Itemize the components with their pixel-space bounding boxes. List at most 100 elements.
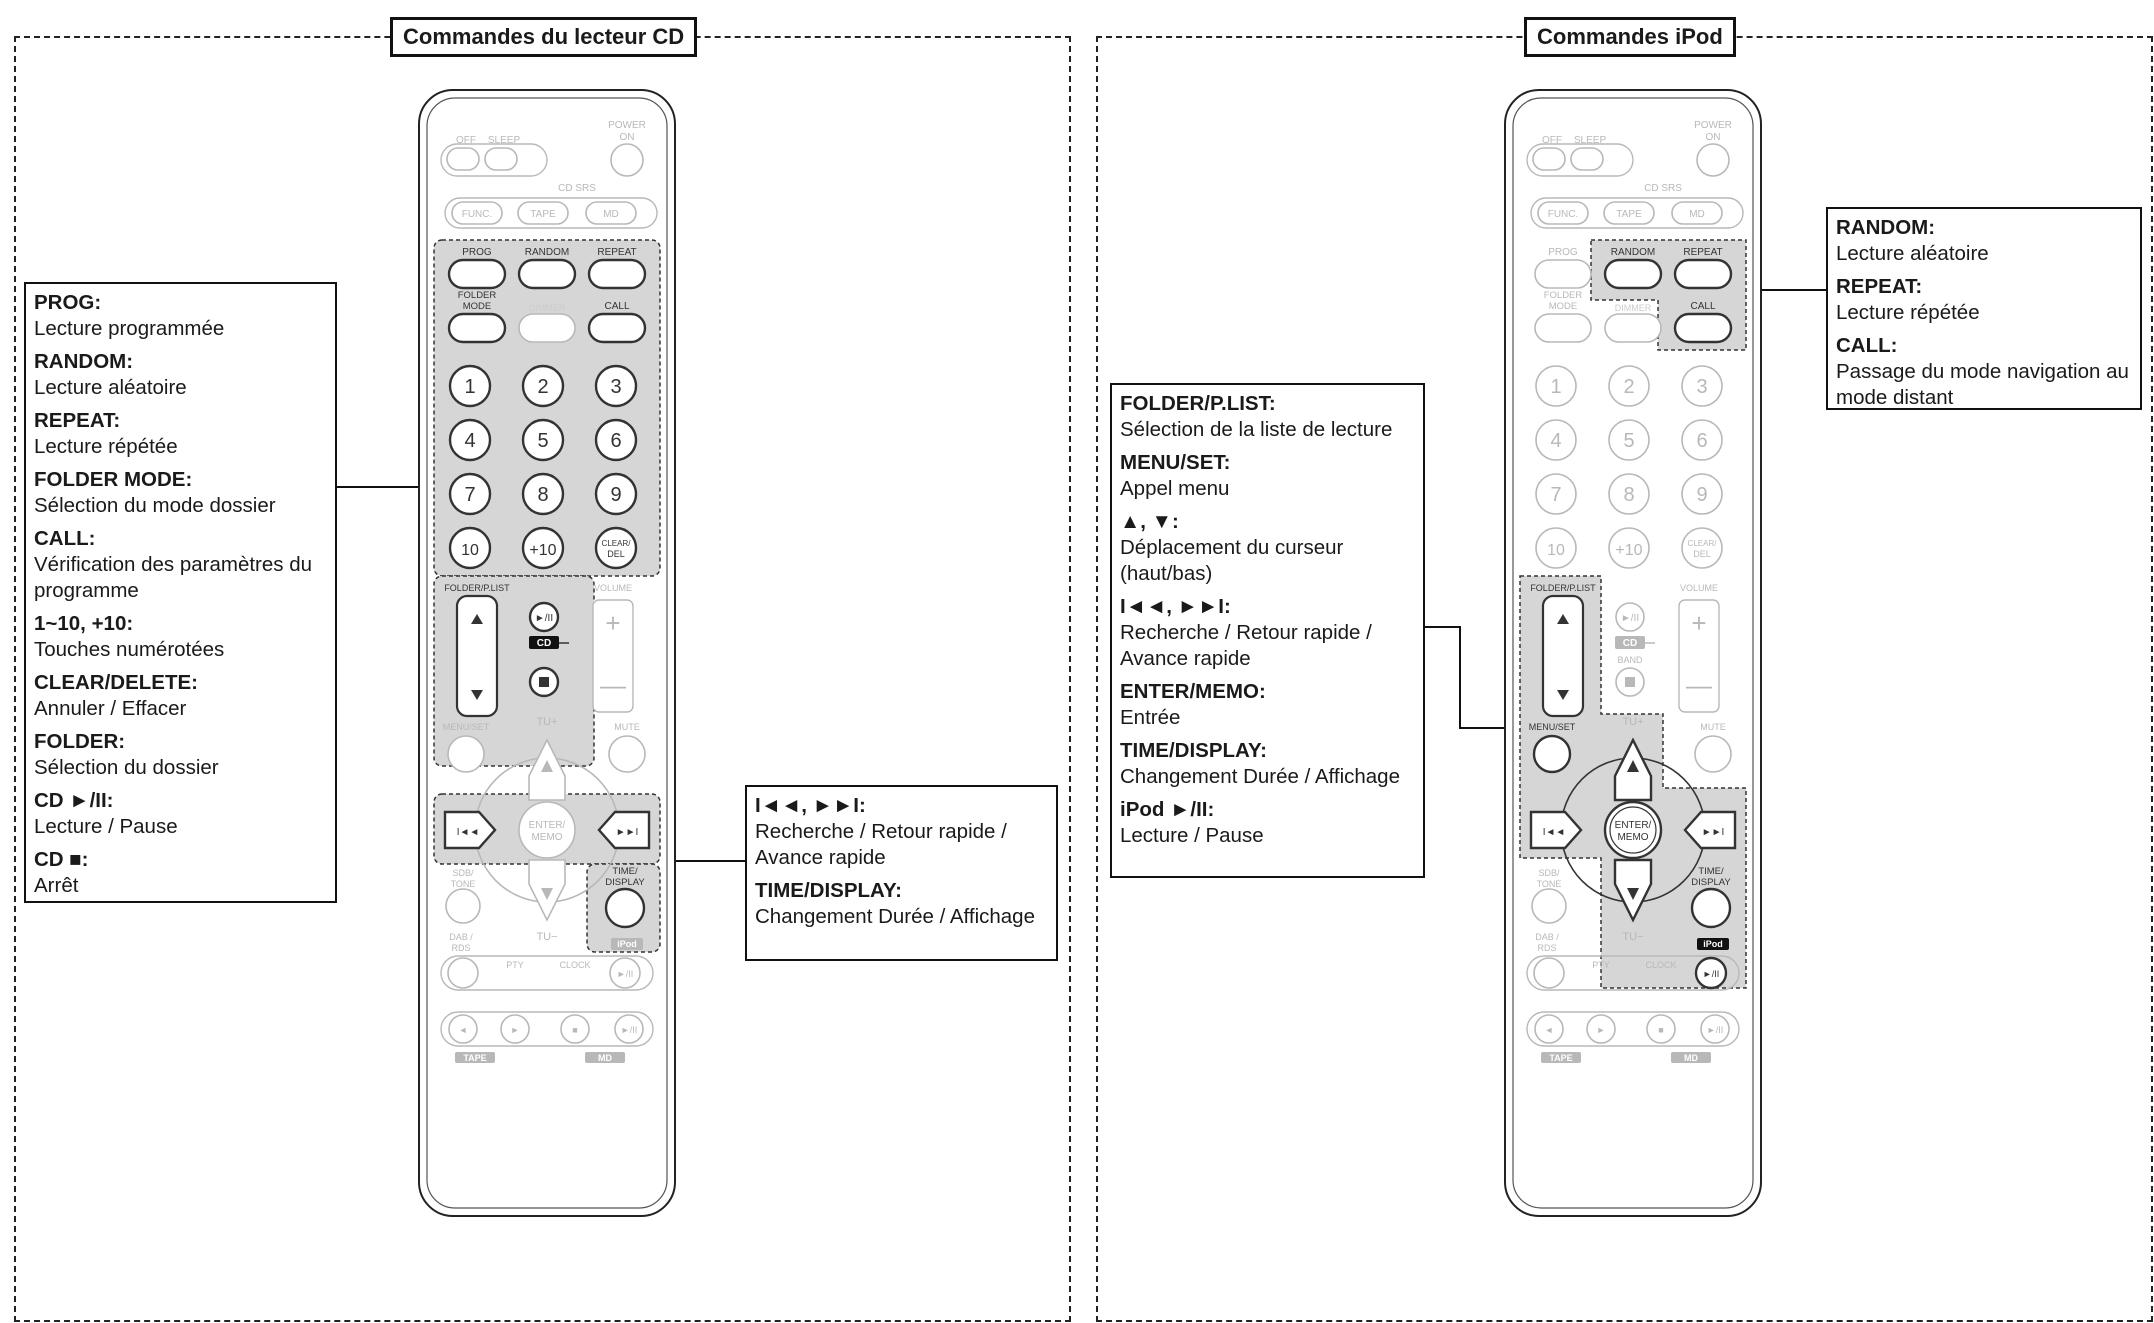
volume-rocker[interactable] (1678, 599, 1720, 713)
folder-mode-button[interactable] (1534, 313, 1592, 343)
number-button-n9[interactable] (1681, 473, 1723, 515)
callout-item: TIME/DISPLAY:Changement Durée / Affichag… (1120, 739, 1400, 788)
sleep-button[interactable] (1570, 147, 1604, 171)
callout-item: CLEAR/DELETE:Annuler / Effacer (34, 671, 198, 720)
number-button-n10[interactable] (1535, 527, 1577, 569)
repeat-button[interactable] (1673, 258, 1733, 290)
func-button[interactable] (451, 201, 503, 225)
remote-label: TAPE (463, 1053, 486, 1063)
folder-mode-button[interactable] (447, 312, 507, 344)
tape-button[interactable] (1603, 201, 1655, 225)
skip-forward-button[interactable] (1683, 810, 1737, 850)
remote-label: TU+ (536, 716, 557, 728)
remote-label: 9 (1696, 484, 1707, 506)
menu-set-button[interactable] (447, 735, 485, 773)
tape-button[interactable] (517, 201, 569, 225)
dab-rds-button[interactable] (1533, 957, 1565, 989)
skip-forward-button[interactable] (597, 810, 651, 850)
remote-label: CLEAR/ (1688, 539, 1718, 548)
mute-button[interactable] (608, 735, 646, 773)
ipod-play-pause-button[interactable] (1694, 956, 1728, 990)
number-button-n6[interactable] (594, 418, 638, 462)
volume-rocker[interactable] (592, 599, 634, 713)
number-button-n3[interactable] (1681, 365, 1723, 407)
folder-plist-rocker[interactable] (1541, 594, 1585, 718)
md-button[interactable] (1671, 201, 1723, 225)
cd-badge (1615, 636, 1645, 649)
power-on-button[interactable] (1696, 143, 1730, 177)
callout-item: REPEAT:Lecture répétée (1836, 275, 1980, 324)
dab-rds-button[interactable] (447, 957, 479, 989)
off-button[interactable] (446, 147, 480, 171)
transport-button[interactable] (448, 1014, 478, 1044)
skip-back-button[interactable] (1529, 810, 1583, 850)
dimmer-button[interactable] (1604, 313, 1662, 343)
folder-plist-rocker[interactable] (455, 594, 499, 718)
number-button-n8[interactable] (521, 472, 565, 516)
dimmer-button[interactable] (518, 313, 576, 343)
transport-button[interactable] (614, 1014, 644, 1044)
sleep-button[interactable] (484, 147, 518, 171)
power-on-button[interactable] (610, 143, 644, 177)
random-button[interactable] (517, 258, 577, 290)
sdb-tone-button[interactable] (1531, 888, 1567, 924)
func-button[interactable] (1537, 201, 1589, 225)
prog-button[interactable] (1534, 259, 1592, 289)
number-button-n2[interactable] (521, 364, 565, 408)
number-button-n10p[interactable] (521, 526, 565, 570)
sdb-tone-button[interactable] (445, 888, 481, 924)
number-button-n4[interactable] (448, 418, 492, 462)
cd-play-pause-button[interactable] (528, 601, 560, 633)
number-button-n10[interactable] (448, 526, 492, 570)
number-button-n8[interactable] (1608, 473, 1650, 515)
number-button-clear[interactable] (594, 526, 638, 570)
enter-memo-button[interactable] (518, 801, 576, 859)
leader-line-ipod-left (1424, 626, 1520, 729)
number-button-n4[interactable] (1535, 419, 1577, 461)
menu-set-button[interactable] (1532, 734, 1572, 774)
transport-button[interactable] (1646, 1014, 1676, 1044)
remote-label: TU− (536, 931, 557, 943)
number-button-n5[interactable] (521, 418, 565, 462)
prog-button[interactable] (447, 258, 507, 290)
remote-label: TAPE (1549, 1053, 1572, 1063)
number-button-n10p[interactable] (1608, 527, 1650, 569)
number-button-n1[interactable] (1535, 365, 1577, 407)
cd-play-pause-button[interactable] (1615, 602, 1645, 632)
random-button[interactable] (1603, 258, 1663, 290)
md-button[interactable] (585, 201, 637, 225)
transport-button[interactable] (1586, 1014, 1616, 1044)
callout-item: ENTER/MEMO:Entrée (1120, 680, 1266, 729)
remote-label: MENU/SET (443, 722, 490, 732)
call-button[interactable] (587, 312, 647, 344)
call-button[interactable] (1673, 312, 1733, 344)
off-button[interactable] (1532, 147, 1566, 171)
number-button-n1[interactable] (448, 364, 492, 408)
number-button-n9[interactable] (594, 472, 638, 516)
number-button-n5[interactable] (1608, 419, 1650, 461)
remote-label: DISPLAY (1691, 877, 1731, 888)
time-display-button[interactable] (604, 887, 646, 929)
number-button-n2[interactable] (1608, 365, 1650, 407)
enter-memo-button[interactable] (1603, 800, 1663, 860)
skip-back-button[interactable] (443, 810, 497, 850)
number-button-n3[interactable] (594, 364, 638, 408)
transport-button[interactable] (1700, 1014, 1730, 1044)
number-button-n6[interactable] (1681, 419, 1723, 461)
time-display-button[interactable] (1690, 887, 1732, 929)
transport-button[interactable] (1534, 1014, 1564, 1044)
number-button-n7[interactable] (1535, 473, 1577, 515)
remote-label: 8 (1623, 484, 1634, 506)
transport-button[interactable] (500, 1014, 530, 1044)
number-button-clear[interactable] (1681, 527, 1723, 569)
remote-label: 9 (610, 484, 621, 506)
remote-label: DAB / (1535, 932, 1559, 942)
mute-button[interactable] (1694, 735, 1732, 773)
down-arrow-icon (1557, 690, 1569, 700)
ipod-play-pause-button[interactable] (609, 957, 641, 989)
remote-label: PROG (1548, 247, 1578, 258)
repeat-button[interactable] (587, 258, 647, 290)
transport-button[interactable] (560, 1014, 590, 1044)
number-button-n7[interactable] (448, 472, 492, 516)
